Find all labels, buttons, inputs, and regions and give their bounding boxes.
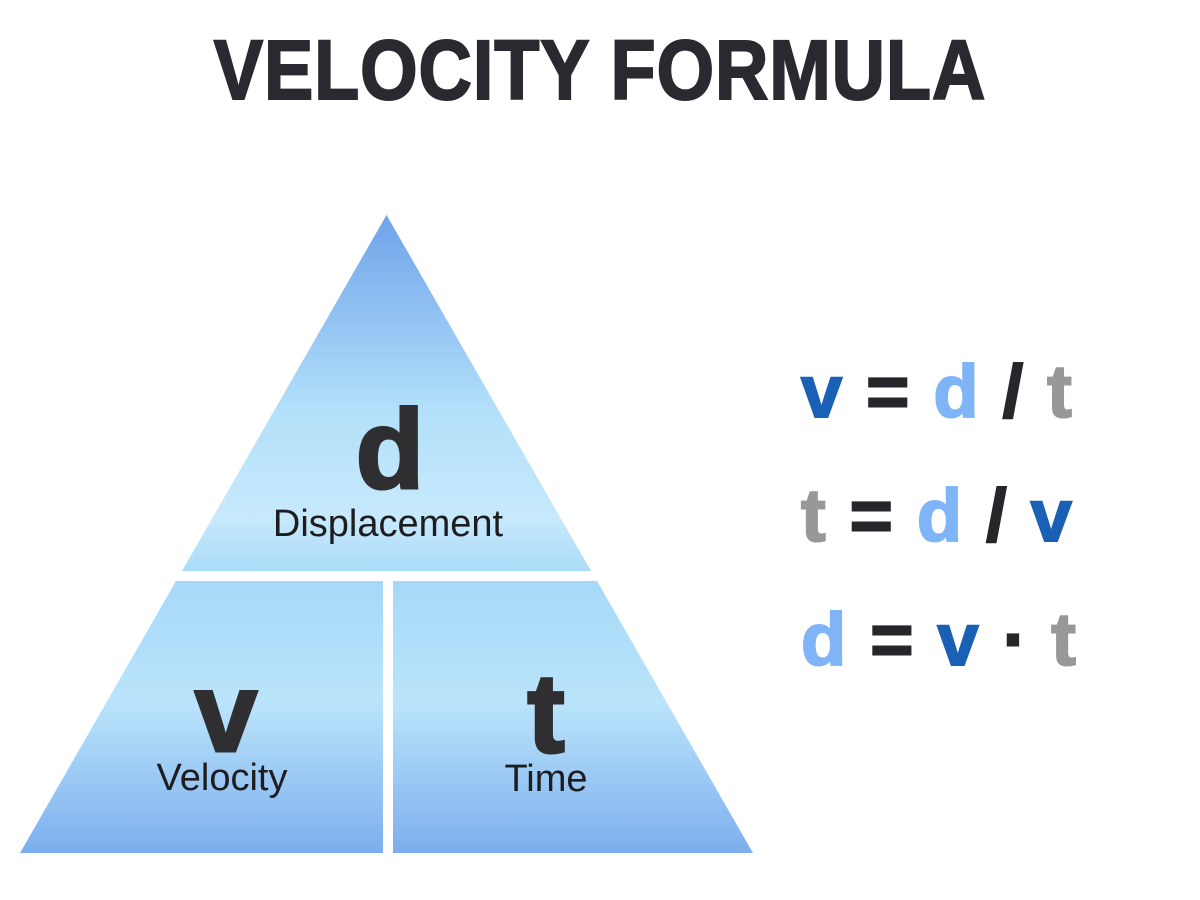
formula-token: v: [936, 598, 979, 681]
time-symbol: t: [526, 651, 566, 776]
formula-token: =: [865, 350, 910, 433]
formula-token: t: [800, 474, 827, 557]
formula-3: d = v · t: [800, 578, 1077, 702]
page-title: VELOCITY FORMULA: [213, 23, 987, 117]
triangle-bottom-left-section: [20, 581, 383, 853]
formula-token: d: [800, 598, 847, 681]
formula-token: d: [932, 350, 979, 433]
formula-token: t: [1046, 350, 1073, 433]
triangle-top-section: [182, 215, 591, 571]
formula-token: /: [985, 474, 1008, 557]
formula-2: t = d / v: [800, 454, 1076, 578]
time-label: Time: [504, 758, 588, 800]
formula-token: ·: [1002, 598, 1029, 681]
formula-token: t: [1050, 598, 1077, 681]
velocity-label: Velocity: [156, 757, 288, 799]
formula-token: v: [800, 350, 843, 433]
displacement-symbol: d: [354, 387, 425, 512]
formula-token: /: [1002, 350, 1025, 433]
formula-token: =: [869, 598, 914, 681]
formula-token: =: [849, 474, 894, 557]
triangle-bottom-right-section: [393, 581, 753, 853]
velocity-symbol: v: [193, 650, 258, 775]
formula-1: v = d / t: [800, 330, 1076, 454]
displacement-label: Displacement: [272, 503, 504, 545]
formula-token: v: [1030, 474, 1073, 557]
formula-token: d: [916, 474, 963, 557]
